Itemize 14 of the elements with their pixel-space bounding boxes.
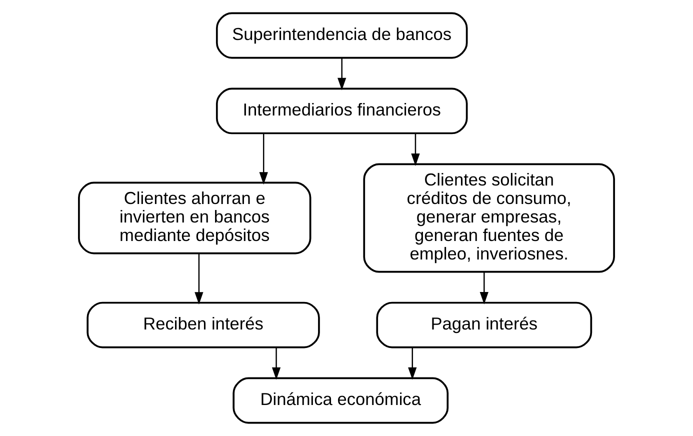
arrow: [411, 134, 420, 166]
node-box: Clientes ahorran e invierten en bancos mediante depósitos: [78, 182, 312, 254]
arrow: [259, 134, 268, 185]
node-box: Clientes solicitan créditos de consumo, generar empresas, generan fuentes de empleo, inveriosnes.: [363, 163, 615, 273]
node-box: Pagan interés: [376, 302, 592, 348]
arrow: [408, 348, 417, 380]
node-box: Dinámica económica: [232, 377, 449, 424]
arrow: [272, 348, 281, 380]
arrow: [194, 254, 204, 304]
node-box: Superintendencia de bancos: [216, 12, 468, 59]
node-box: Reciben interés: [86, 302, 320, 348]
arrow: [480, 272, 488, 304]
node-box: Intermediarios financieros: [216, 88, 468, 134]
arrow: [338, 58, 346, 90]
